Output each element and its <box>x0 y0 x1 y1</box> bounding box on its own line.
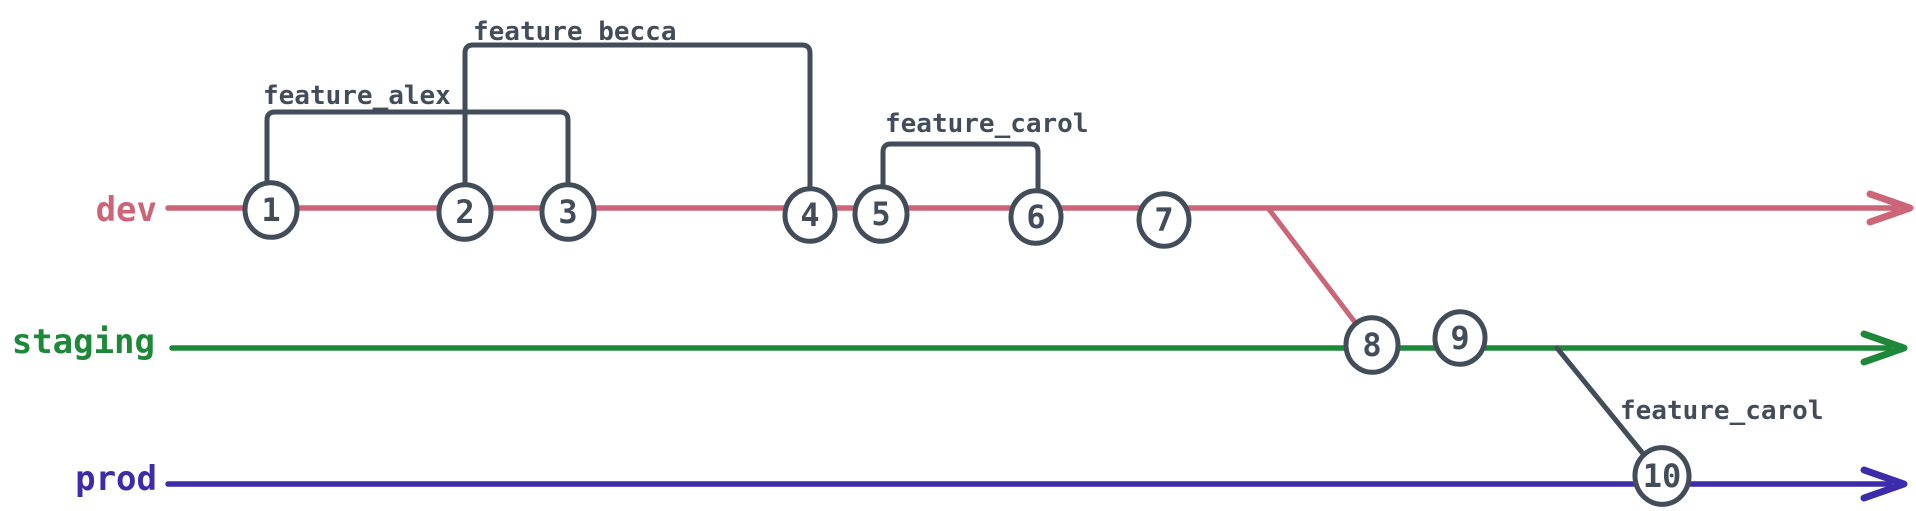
feature-label-feature_alex: feature_alex <box>263 81 451 111</box>
feature-bracket-feature_becca <box>462 42 813 195</box>
feature-bracket-feature_alex <box>264 109 571 191</box>
commit-node-3 <box>539 182 597 242</box>
merge-link-dev-to-staging <box>1265 205 1373 345</box>
commit-node-7 <box>1136 191 1192 249</box>
commit-number-3: 3 <box>558 193 577 231</box>
merge-link-staging-to-prod <box>1554 345 1661 475</box>
commit-node-5 <box>852 184 910 244</box>
commit-node-6 <box>1008 188 1064 246</box>
arrowhead-icon-prod <box>1860 466 1908 502</box>
commit-number-10: 10 <box>1643 457 1682 495</box>
commit-number-9: 9 <box>1450 319 1469 357</box>
commit-number-7: 7 <box>1154 201 1173 239</box>
commit-node-4 <box>782 186 838 244</box>
commit-number-5: 5 <box>871 195 890 233</box>
commit-number-4: 4 <box>800 196 819 234</box>
branch-label-prod: prod <box>75 459 157 499</box>
commit-node-1 <box>242 180 300 240</box>
commit-number-1: 1 <box>261 191 280 229</box>
commit-number-8: 8 <box>1362 326 1381 364</box>
commit-node-8 <box>1343 315 1401 375</box>
branch-label-staging: staging <box>12 322 155 362</box>
commit-node-2 <box>436 182 494 242</box>
commit-number-2: 2 <box>455 193 474 231</box>
commit-node-9 <box>1432 309 1488 367</box>
commit-number-6: 6 <box>1026 198 1045 236</box>
feature-bracket-feature_carol <box>880 141 1041 197</box>
commit-node-10 <box>1632 445 1692 507</box>
arrowhead-icon-staging <box>1860 330 1908 366</box>
branch-label-dev: dev <box>96 190 157 230</box>
feature-label-feature_becca: feature_becca <box>473 17 677 47</box>
feature-label-feature_carol: feature_carol <box>885 109 1089 139</box>
arrowhead-icon-dev <box>1866 190 1914 226</box>
feature-label-feature_carol-merge: feature_carol <box>1620 396 1824 426</box>
